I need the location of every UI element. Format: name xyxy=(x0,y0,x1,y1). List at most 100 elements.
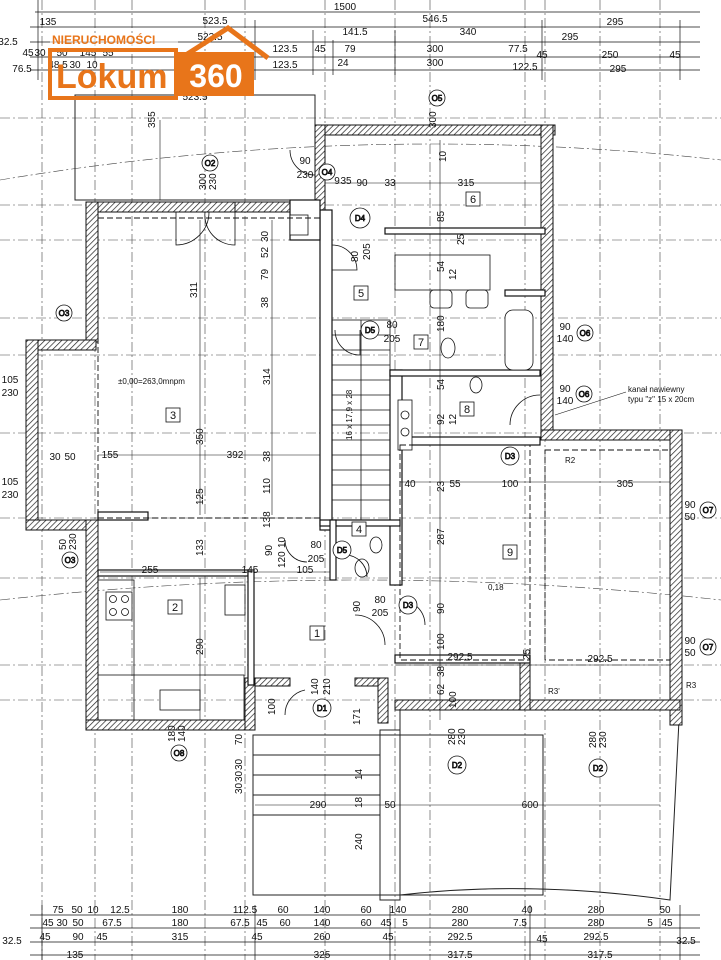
dim-text: 79 xyxy=(344,44,356,55)
svg-text:290: 290 xyxy=(195,638,206,655)
svg-text:80: 80 xyxy=(374,595,386,606)
opening-O3b: O3 xyxy=(61,551,79,569)
svg-text:138: 138 xyxy=(262,511,273,528)
svg-text:60: 60 xyxy=(360,905,372,916)
svg-text:45: 45 xyxy=(39,932,51,943)
svg-text:60: 60 xyxy=(279,918,291,929)
svg-text:315: 315 xyxy=(458,178,475,189)
room-number: 3 xyxy=(170,410,176,422)
dim-text: 77.5 xyxy=(508,44,528,55)
opening-D3a: D3 xyxy=(500,446,520,466)
svg-text:33: 33 xyxy=(384,178,396,189)
staircase xyxy=(331,319,391,521)
svg-text:60: 60 xyxy=(360,918,372,929)
svg-text:171: 171 xyxy=(352,708,363,725)
svg-text:280: 280 xyxy=(447,728,458,745)
svg-text:50: 50 xyxy=(684,648,696,659)
bathtub-icon xyxy=(504,309,534,371)
svg-text:230: 230 xyxy=(208,173,219,190)
svg-text:230: 230 xyxy=(68,533,79,550)
dim-text: 55 xyxy=(102,48,114,59)
svg-text:205: 205 xyxy=(308,554,325,565)
dim-text: 30 xyxy=(34,48,46,59)
svg-text:314: 314 xyxy=(262,368,273,385)
bottom-dimension-texts: 75 50 10 12.5 180 112.5 60 140 60 140 28… xyxy=(2,905,696,960)
dim-text: 45 xyxy=(22,48,34,59)
svg-text:292.5: 292.5 xyxy=(447,652,472,663)
svg-text:230: 230 xyxy=(297,170,314,181)
r-labels: R2 R3 R3' xyxy=(548,456,697,696)
opening-O4: O4 xyxy=(318,163,336,181)
svg-text:38: 38 xyxy=(436,665,447,677)
svg-text:45: 45 xyxy=(96,932,108,943)
svg-text:85: 85 xyxy=(436,210,447,222)
svg-text:140: 140 xyxy=(557,396,574,407)
room-1: 1 xyxy=(309,625,325,641)
svg-text:O6: O6 xyxy=(579,390,590,399)
svg-text:9: 9 xyxy=(334,176,340,187)
svg-text:355: 355 xyxy=(147,111,158,128)
svg-text:30: 30 xyxy=(234,758,245,770)
dim-text: 30 xyxy=(69,60,81,71)
svg-text:50: 50 xyxy=(659,905,671,916)
svg-text:45: 45 xyxy=(42,918,54,929)
opening-O7b: O7 xyxy=(699,638,717,656)
svg-text:40: 40 xyxy=(404,479,416,490)
opening-D5a: D5 xyxy=(360,320,380,340)
fixtures xyxy=(97,214,534,721)
svg-text:18: 18 xyxy=(354,796,365,808)
svg-text:D5: D5 xyxy=(365,326,376,335)
svg-text:90: 90 xyxy=(356,178,368,189)
svg-text:D2: D2 xyxy=(452,761,463,770)
svg-text:305: 305 xyxy=(617,479,634,490)
toilet-icon xyxy=(354,558,370,578)
svg-text:140: 140 xyxy=(177,725,188,742)
svg-text:392: 392 xyxy=(227,450,244,461)
svg-text:32.5: 32.5 xyxy=(676,936,696,947)
slope-label: 0,18 xyxy=(488,583,504,592)
svg-text:O7: O7 xyxy=(703,506,714,515)
svg-text:80: 80 xyxy=(310,540,322,551)
svg-text:14: 14 xyxy=(354,768,365,780)
svg-text:155: 155 xyxy=(102,450,119,461)
svg-text:D5: D5 xyxy=(337,546,348,555)
room-number: 4 xyxy=(356,524,362,536)
room-4: 4 xyxy=(351,521,367,537)
svg-text:50: 50 xyxy=(72,918,84,929)
svg-text:45: 45 xyxy=(536,934,548,945)
svg-text:50: 50 xyxy=(71,905,83,916)
dim-text: 295 xyxy=(610,64,627,75)
kitchen-sink-icon xyxy=(159,689,201,711)
dim-text: 76.5 xyxy=(12,64,32,75)
beam-lines xyxy=(97,217,671,675)
room-number: 5 xyxy=(358,288,364,300)
cooktop-icon xyxy=(105,591,133,621)
svg-text:300: 300 xyxy=(198,173,209,190)
svg-text:260: 260 xyxy=(314,932,331,943)
svg-text:292.5: 292.5 xyxy=(583,932,608,943)
dim-text: 45 xyxy=(669,50,681,61)
svg-text:12: 12 xyxy=(448,413,459,425)
svg-text:30: 30 xyxy=(234,770,245,782)
svg-text:30: 30 xyxy=(56,918,68,929)
svg-text:38: 38 xyxy=(262,450,273,462)
dim-text: 45 xyxy=(536,50,548,61)
logo-tagline: NIERUCHOMOŚCI xyxy=(52,32,155,47)
terrace-outlines xyxy=(74,94,681,901)
svg-text:10: 10 xyxy=(87,905,99,916)
svg-text:23: 23 xyxy=(436,480,447,492)
svg-text:75: 75 xyxy=(52,905,64,916)
dim-text: 300 xyxy=(427,44,444,55)
svg-text:O5: O5 xyxy=(432,94,443,103)
svg-text:180: 180 xyxy=(167,725,178,742)
svg-text:280: 280 xyxy=(588,731,599,748)
dim-text: 145 xyxy=(80,48,97,59)
svg-text:12.5: 12.5 xyxy=(110,905,130,916)
svg-text:90: 90 xyxy=(436,602,447,614)
svg-text:292.5: 292.5 xyxy=(447,932,472,943)
svg-text:140: 140 xyxy=(314,905,331,916)
svg-text:32.5: 32.5 xyxy=(2,936,22,947)
opening-O5: O5 xyxy=(428,89,446,107)
